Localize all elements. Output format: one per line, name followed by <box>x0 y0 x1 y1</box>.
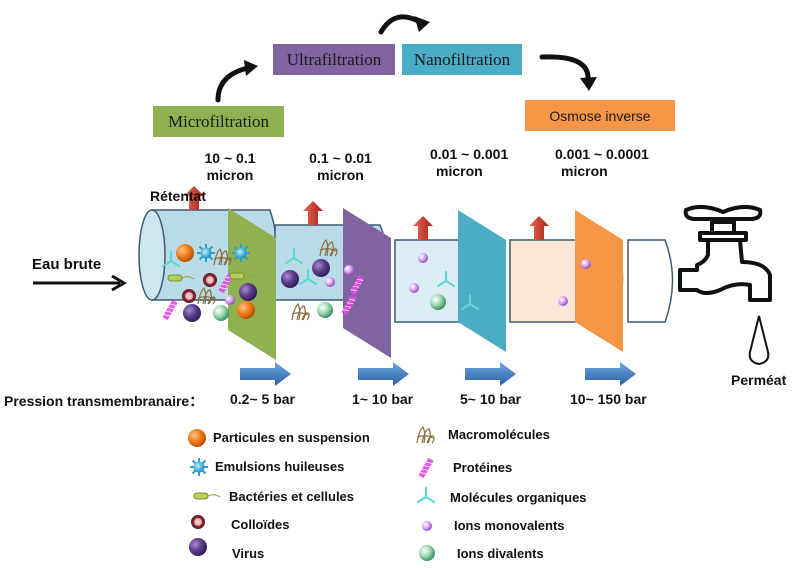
legend-item: Ions monovalents <box>454 518 565 533</box>
virus-icon <box>189 538 207 556</box>
pressure-nanofiltration: 5~ 10 bar <box>460 391 522 407</box>
curved-arrow-icon <box>215 65 251 103</box>
pore-size-microfiltration: 10 ~ 0.1 micron <box>185 150 275 184</box>
legend-item: Macromolécules <box>448 427 550 442</box>
pore-size-range: 10 ~ 0.1 <box>204 150 256 166</box>
retentate-label: Rétentat <box>150 188 207 204</box>
pore-size-reverse-osmosis: 0.001 ~ 0.0001 micron <box>555 146 685 180</box>
process-box-nanofiltration: Nanofiltration <box>402 44 522 75</box>
legend-item: Molécules organiques <box>450 490 587 505</box>
retentate-arrow-icon <box>529 216 549 240</box>
pore-size-ultrafiltration: 0.1 ~ 0.01 micron <box>293 150 388 184</box>
process-box-reverse-osmosis: Osmose inverse <box>525 100 675 131</box>
pore-size-range: 0.001 ~ 0.0001 <box>555 146 649 162</box>
pore-size-range: 0.01 ~ 0.001 <box>430 146 509 162</box>
colloid-icon <box>191 515 205 529</box>
pressure-arrow-icon <box>585 362 636 386</box>
legend-item: Protéines <box>453 460 513 475</box>
pressure-arrow-icon <box>465 362 516 386</box>
process-box-ultrafiltration: Ultrafiltration <box>273 44 395 75</box>
monovalent-ion-icon <box>422 521 432 531</box>
pressure-reverse-osmosis: 10~ 150 bar <box>570 391 647 407</box>
pore-size-unit: micron <box>206 167 254 183</box>
membranes <box>228 208 623 360</box>
pore-size-unit: micron <box>436 163 483 179</box>
pressure-microfiltration: 0.2~ 5 bar <box>230 391 295 407</box>
membrane-ultrafiltration <box>343 208 391 358</box>
curved-arrow-icon <box>378 14 423 35</box>
curved-arrow-icon <box>539 54 591 83</box>
legend-item: Particules en suspension <box>213 430 370 445</box>
pore-size-range: 0.1 ~ 0.01 <box>309 150 372 166</box>
pressure-ultrafiltration: 1~ 10 bar <box>352 391 414 407</box>
pressure-arrows <box>240 362 636 386</box>
legend-item: Emulsions huileuses <box>215 459 345 474</box>
macromolecule-icon <box>416 426 435 444</box>
retentate-arrow-icon <box>303 201 323 225</box>
water-drop-icon <box>748 315 770 366</box>
legend-item: Ions divalents <box>457 546 544 561</box>
process-label: Microfiltration <box>167 111 270 131</box>
process-box-microfiltration: Microfiltration <box>153 106 284 137</box>
retentate-arrow-icon <box>413 216 433 240</box>
organic-molecule-icon <box>416 486 436 504</box>
retentate-arrows <box>184 186 549 240</box>
divalent-ion-icon <box>419 545 435 561</box>
process-label: Osmose inverse <box>549 107 651 124</box>
membrane-reverse-osmosis <box>575 210 623 352</box>
legend-item: Bactéries et cellules <box>229 489 355 504</box>
pore-size-nanofiltration: 0.01 ~ 0.001 micron <box>430 146 540 180</box>
pressure-arrow-icon <box>240 362 291 386</box>
process-label: Nanofiltration <box>413 49 511 69</box>
pore-size-unit: micron <box>317 167 364 183</box>
raw-water-label: Eau brute <box>32 256 102 273</box>
bacteria-icon <box>193 492 221 500</box>
raw-water-arrow-icon <box>33 274 127 292</box>
permeate-label: Perméat <box>731 372 787 388</box>
suspended-particle-icon <box>188 429 206 447</box>
protein-icon <box>418 457 434 479</box>
legend-item: Colloïdes <box>231 517 290 532</box>
oil-emulsion-icon <box>189 457 209 477</box>
pore-size-unit: micron <box>561 163 608 179</box>
faucet-icon <box>678 205 772 302</box>
retentate-arrow-icon <box>184 186 204 210</box>
legend-item: Virus <box>232 546 265 561</box>
pressure-title: Pression transmembranaire： <box>4 393 204 409</box>
process-label: Ultrafiltration <box>286 49 382 69</box>
membrane-nanofiltration <box>458 210 506 352</box>
pressure-arrow-icon <box>358 362 409 386</box>
